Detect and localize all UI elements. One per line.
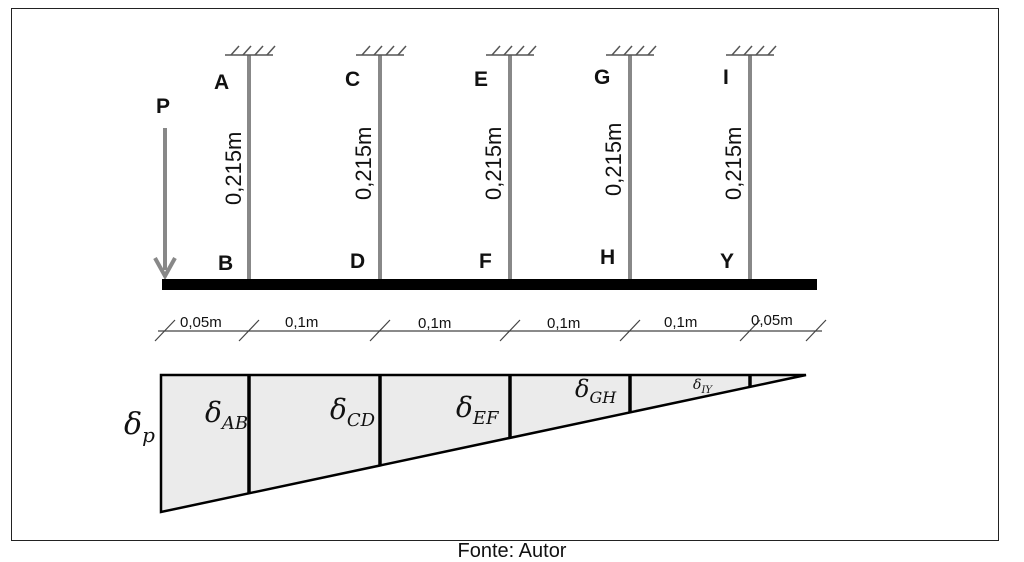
- spacing-label-5: 0,1m: [664, 314, 697, 331]
- delta-iy-label: δIY: [693, 377, 713, 396]
- fixed-support-hatch: [726, 45, 777, 56]
- dimension-tick: [154, 319, 176, 342]
- node-label-i: I: [723, 66, 729, 89]
- delta-ab-label: δAB: [205, 396, 248, 434]
- beam: [162, 279, 817, 290]
- load-label: P: [156, 95, 170, 118]
- node-label-b: B: [218, 252, 233, 275]
- dimension-tick: [238, 319, 260, 342]
- rod-length-ef: 0,215m: [481, 127, 506, 200]
- delta-cd-label: δCD: [330, 393, 376, 431]
- dimension-tick: [369, 319, 391, 342]
- node-label-y: Y: [720, 250, 734, 273]
- rod-length-ab: 0,215m: [221, 132, 246, 205]
- deflection-triangle: [159, 373, 807, 514]
- spacing-label-4: 0,1m: [547, 315, 580, 332]
- delta-gh-label: δGH: [575, 375, 617, 407]
- node-label-d: D: [350, 250, 365, 273]
- dimension-tick: [739, 319, 761, 342]
- fixed-support-hatch: [356, 45, 407, 56]
- spacing-label-3: 0,1m: [418, 315, 451, 332]
- node-label-c: C: [345, 68, 360, 91]
- node-label-g: G: [594, 66, 610, 89]
- fixed-support-hatch: [606, 45, 657, 56]
- dimension-tick: [499, 319, 521, 342]
- node-label-h: H: [600, 246, 615, 269]
- dimension-tick: [619, 319, 641, 342]
- dimension-line: [154, 319, 827, 342]
- fixed-support-hatch: [225, 45, 276, 56]
- delta-p-label: δp: [124, 407, 155, 447]
- node-label-a: A: [214, 71, 229, 94]
- rod-length-gh: 0,215m: [601, 123, 626, 196]
- dimension-tick: [805, 319, 827, 342]
- rod-length-iy: 0,215m: [721, 127, 746, 200]
- node-label-e: E: [474, 68, 488, 91]
- node-label-f: F: [479, 250, 492, 273]
- fixed-support-hatch: [486, 45, 537, 56]
- load-arrow: [153, 128, 177, 281]
- figure-caption: Fonte: Autor: [457, 540, 567, 562]
- support-rods: [225, 45, 777, 279]
- delta-ef-label: δEF: [456, 391, 500, 429]
- rod-length-cd: 0,215m: [351, 127, 376, 200]
- spacing-label-2: 0,1m: [285, 314, 318, 331]
- spacing-label-6: 0,05m: [751, 312, 793, 329]
- spacing-label-1: 0,05m: [180, 314, 222, 331]
- deflection-lines: [247, 375, 752, 494]
